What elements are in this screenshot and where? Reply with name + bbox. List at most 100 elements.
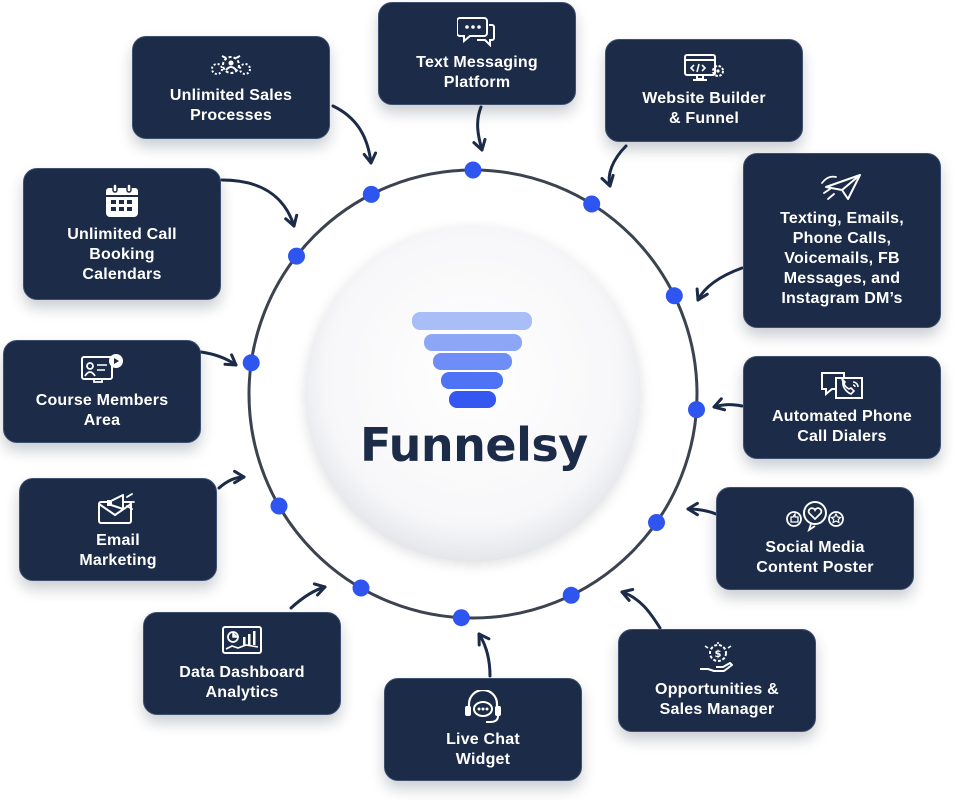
svg-text:$: $	[715, 649, 722, 660]
calendar-icon	[106, 183, 138, 217]
card-label: Data Dashboard Analytics	[179, 663, 305, 703]
funnel-bar-5	[449, 391, 496, 408]
label-line: Data Dashboard	[179, 663, 305, 681]
arrowhead-unlimited-call-booking-calendars	[284, 213, 299, 228]
arrowhead-social-media-content-poster	[686, 501, 699, 517]
card-email-marketing[interactable]: Email Marketing	[19, 478, 217, 581]
label-line: Call Dialers	[797, 427, 887, 445]
arrowhead-text-messaging-platform	[472, 137, 487, 152]
hand-dollar-gear-icon: $	[700, 641, 733, 672]
funnel-bar-2	[424, 334, 522, 351]
arrowhead-automated-phone-call-dialers	[712, 397, 727, 412]
connector-arrow-unlimited-sales-processes	[331, 104, 373, 165]
arrowhead-email-marketing	[233, 469, 246, 485]
monitor-code-icon	[684, 53, 724, 81]
gears-people-icon	[211, 54, 251, 75]
arrowhead-opportunities-sales-manager	[620, 588, 635, 602]
label-line: Calendars	[82, 266, 162, 283]
label-line: Sales Manager	[659, 700, 775, 718]
card-label: Website Builder & Funnel	[642, 89, 766, 129]
label-line: Course Members	[35, 391, 169, 409]
arrowhead-unlimited-sales-processes	[362, 151, 378, 165]
headset-chat-icon	[465, 689, 501, 723]
label-line: Texting, Emails,	[780, 209, 904, 227]
label-line: Email	[96, 531, 140, 549]
card-label: Text Messaging Platform	[416, 53, 538, 93]
connector-dot-live-chat-widget	[452, 609, 470, 627]
connector-dot-email-marketing	[270, 497, 288, 515]
connector-arrow-opportunities-sales-manager	[620, 590, 662, 630]
card-course-members-area[interactable]: Course Members Area	[3, 340, 201, 443]
label-line: Processes	[190, 106, 272, 124]
card-label: Opportunities & Sales Manager	[655, 680, 779, 720]
arrowhead-live-chat-widget	[477, 632, 491, 647]
card-label: Email Marketing	[79, 531, 156, 571]
label-line: Booking	[89, 246, 155, 263]
connector-dot-data-dashboard-analytics	[352, 579, 370, 597]
card-label: Unlimited Call Booking Calendars	[67, 225, 176, 285]
connector-dots	[242, 161, 705, 627]
funnel-bar-1	[412, 312, 532, 330]
label-line: Website Builder	[642, 89, 766, 107]
card-label: Course Members Area	[36, 391, 169, 431]
label-line: Content Poster	[756, 558, 874, 576]
funnel-bar-3	[433, 353, 512, 370]
card-live-chat-widget[interactable]: Live Chat Widget	[384, 678, 582, 781]
label-line: Widget	[455, 750, 511, 768]
dashboard-chart-icon	[222, 625, 262, 654]
card-text-messaging-platform[interactable]: Text Messaging Platform	[378, 2, 576, 105]
card-opportunities-sales-manager[interactable]: $ Opportunities & Sales Manager	[618, 629, 816, 732]
connector-dot-opportunities-sales-manager	[562, 586, 580, 604]
connector-dot-website-builder-funnel	[583, 195, 601, 213]
label-line: Marketing	[79, 551, 157, 569]
label-line: Unlimited Call	[67, 226, 177, 243]
card-unlimited-call-booking-calendars[interactable]: Unlimited Call Booking Calendars	[23, 168, 221, 300]
connector-dot-social-media-content-poster	[648, 514, 665, 531]
connector-dot-unlimited-call-booking-calendars	[288, 247, 305, 265]
paper-plane-icon	[821, 173, 861, 200]
label-line: Text Messaging	[416, 53, 538, 71]
label-line: Platform	[443, 73, 511, 91]
label-line: Opportunities &	[655, 680, 779, 698]
social-reactions-icon	[786, 500, 844, 532]
connector-dot-text-messaging-platform	[464, 161, 482, 179]
phone-chat-icon	[821, 371, 863, 399]
connector-arrow-live-chat-widget	[477, 632, 492, 678]
envelope-megaphone-icon	[98, 492, 135, 524]
card-unlimited-sales-processes[interactable]: Unlimited Sales Processes	[132, 36, 330, 139]
label-line: Live Chat	[446, 730, 520, 748]
funnel-bar-4	[441, 372, 503, 389]
label-line: Automated Phone	[772, 407, 912, 425]
card-label: Automated Phone Call Dialers	[772, 407, 912, 447]
card-texting-emails-calls[interactable]: Texting, Emails, Phone Calls, Voicemails…	[743, 153, 941, 328]
connector-arrow-texting-emails-calls	[696, 266, 744, 302]
label-line: Social Media	[765, 538, 865, 556]
card-label: Live Chat Widget	[446, 730, 520, 770]
label-line: Area	[83, 411, 121, 429]
card-data-dashboard-analytics[interactable]: Data Dashboard Analytics	[143, 612, 341, 715]
connector-dot-course-members-area	[242, 354, 260, 372]
arrowhead-course-members-area	[223, 353, 238, 367]
label-line: Messages, and	[783, 269, 901, 287]
connector-arrows	[199, 104, 744, 678]
label-line: Analytics	[205, 683, 279, 701]
connector-dot-automated-phone-call-dialers	[688, 401, 705, 419]
arrowhead-data-dashboard-analytics	[312, 582, 327, 597]
label-line: Instagram DM’s	[781, 289, 903, 307]
card-website-builder-funnel[interactable]: Website Builder & Funnel	[605, 39, 803, 142]
arrowhead-website-builder-funnel	[600, 173, 615, 188]
label-line: & Funnel	[668, 109, 740, 127]
connector-arrow-unlimited-call-booking-calendars	[220, 178, 296, 228]
card-automated-phone-call-dialers[interactable]: Automated Phone Call Dialers	[743, 356, 941, 459]
card-label: Unlimited Sales Processes	[170, 86, 292, 126]
connector-arrow-data-dashboard-analytics	[289, 585, 327, 610]
connector-dot-unlimited-sales-processes	[362, 185, 380, 203]
card-label: Social Media Content Poster	[756, 538, 873, 578]
connector-dot-texting-emails-calls	[665, 287, 683, 305]
card-social-media-content-poster[interactable]: Social Media Content Poster	[716, 487, 914, 590]
label-line: Voicemails, FB	[784, 249, 900, 267]
arrowhead-texting-emails-calls	[695, 287, 709, 302]
card-label: Texting, Emails, Phone Calls, Voicemails…	[780, 209, 904, 309]
brand-name: Funnelsy	[360, 418, 588, 472]
label-line: Phone Calls,	[792, 229, 892, 247]
